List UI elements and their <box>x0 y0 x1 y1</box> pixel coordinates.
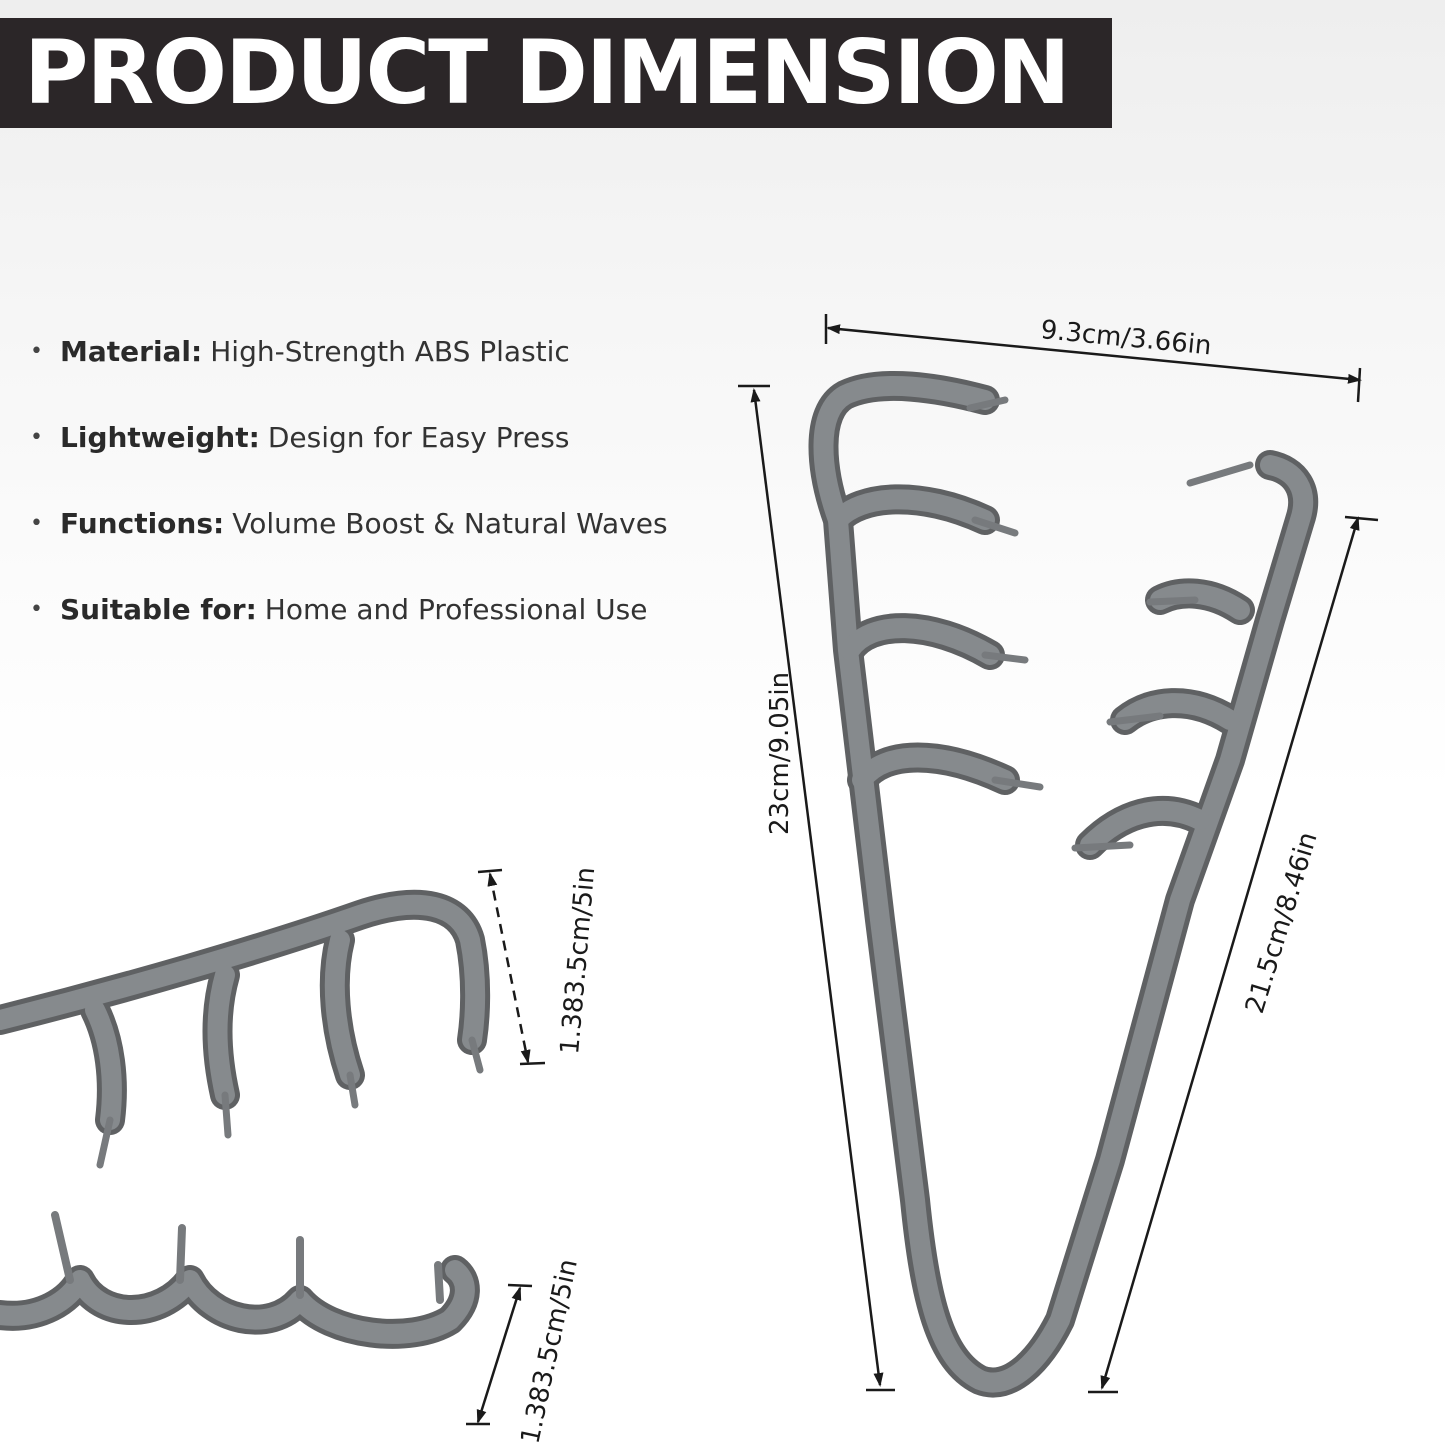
bullet-icon: • <box>30 339 43 364</box>
feature-value: Design for Easy Press <box>267 421 570 454</box>
feature-value: Volume Boost & Natural Waves <box>232 507 668 540</box>
bullet-icon: • <box>30 597 43 622</box>
feature-item-functions: • Functions: Volume Boost & Natural Wave… <box>30 502 730 588</box>
bullet-icon: • <box>30 425 43 450</box>
upper-comb-product-image <box>0 889 491 1169</box>
title-banner: PRODUCT DIMENSION <box>0 18 1112 128</box>
v-clip-product-image <box>808 370 1319 1398</box>
feature-label: Lightweight: <box>60 421 260 454</box>
feature-label: Suitable for: <box>60 593 257 626</box>
width-dimension-label: 9.3cm/3.66in <box>1039 315 1212 361</box>
page-title: PRODUCT DIMENSION <box>24 21 1071 124</box>
feature-list: • Material: High-Strength ABS Plastic • … <box>30 330 730 674</box>
upper-comb-dimension-label: 1.383.5cm/5in <box>555 866 601 1056</box>
feature-item-suitable: • Suitable for: Home and Professional Us… <box>30 588 730 674</box>
short-arm-dimension-label: 21.5cm/8.46in <box>1240 829 1324 1017</box>
feature-label: Material: <box>60 335 203 368</box>
long-arm-dimension-label: 23cm/9.05in <box>765 672 795 835</box>
feature-item-lightweight: • Lightweight: Design for Easy Press <box>30 416 730 502</box>
lower-comb-product-image <box>0 1211 480 1349</box>
feature-value: Home and Professional Use <box>264 593 648 626</box>
dimension-lines <box>466 314 1379 1426</box>
feature-item-material: • Material: High-Strength ABS Plastic <box>30 330 730 416</box>
feature-label: Functions: <box>60 507 225 540</box>
bullet-icon: • <box>30 511 43 536</box>
feature-value: High-Strength ABS Plastic <box>210 335 570 368</box>
